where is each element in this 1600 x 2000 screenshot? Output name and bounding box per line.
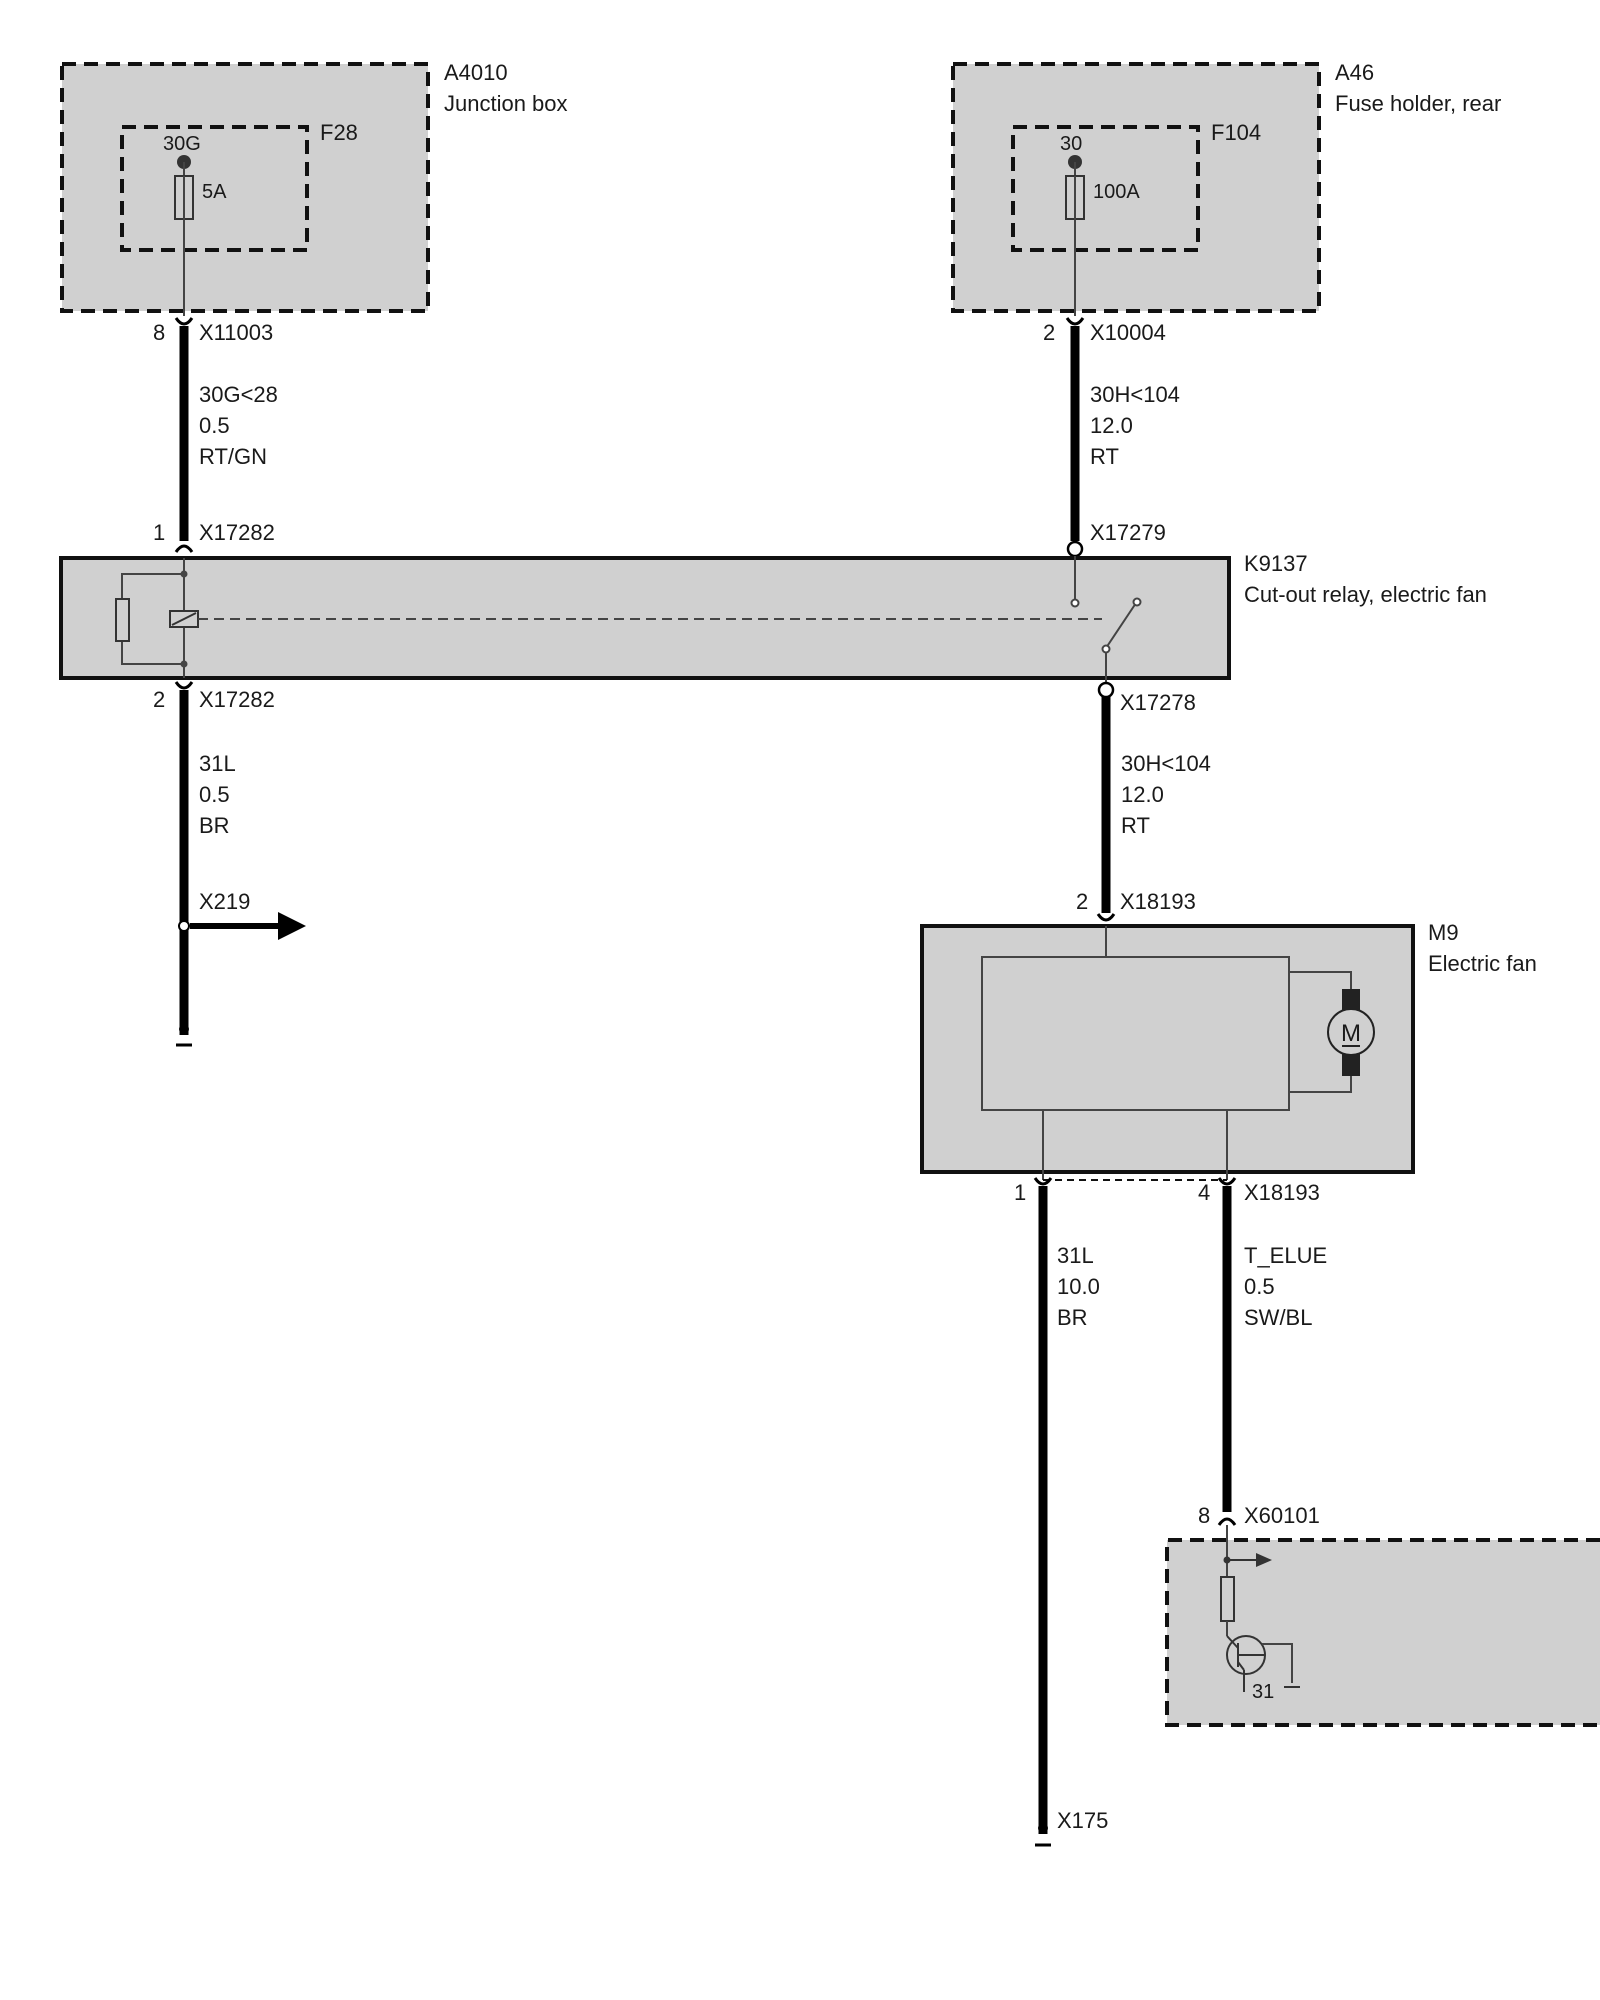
- wire-signal-w4: 30H<104: [1121, 751, 1211, 776]
- connector-id-x60101: X60101: [1244, 1503, 1320, 1528]
- connector-pin-circle-x17279: [1066, 540, 1084, 558]
- wire-signal-w3: 31L: [199, 751, 236, 776]
- component-name-m9: Electric fan: [1428, 951, 1537, 976]
- connector-id-x17282-top: X17282: [199, 520, 275, 545]
- fuse-rating-f28: 5A: [202, 181, 227, 203]
- wire-signal-w5: 31L: [1057, 1243, 1094, 1268]
- component-id-a46: A46: [1335, 60, 1374, 85]
- pullup-resistor-symbol: [1220, 1576, 1235, 1622]
- component-name-a4010: Junction box: [444, 91, 568, 116]
- connector-socket-x17282-bottom: [174, 681, 194, 690]
- relay-coil-circuit: [115, 558, 1102, 678]
- ground-dot-left: [179, 1024, 189, 1034]
- connector-pin-x11003: 8: [153, 320, 165, 345]
- connector-pin-x60101: 8: [1198, 1503, 1210, 1528]
- fuse-holder-a46: [951, 62, 1321, 313]
- connector-id-x17278: X17278: [1120, 690, 1196, 715]
- connector-pin-x18193-pin1: 1: [1014, 1180, 1026, 1205]
- connector-pin-x18193-pin4: 4: [1198, 1180, 1210, 1205]
- connector-pin-x17282-bottom: 2: [153, 687, 165, 712]
- fuse-id-f104: F104: [1211, 120, 1261, 145]
- connector-pin-x17282-top: 1: [153, 520, 165, 545]
- wire-size-w4: 12.0: [1121, 782, 1164, 807]
- ground-dot-x175: [1038, 1823, 1048, 1833]
- fan-controller-block: [981, 956, 1290, 1111]
- connector-id-x18193-bottom: X18193: [1244, 1180, 1320, 1205]
- connector-id-x17279: X17279: [1090, 520, 1166, 545]
- wire-signal-w1: 30G<28: [199, 382, 278, 407]
- fuse-terminal-f28: 30G: [163, 133, 201, 155]
- wire-size-w3: 0.5: [199, 782, 230, 807]
- fuse-terminal-f104: 30: [1060, 133, 1082, 155]
- component-name-a46: Fuse holder, rear: [1335, 91, 1501, 116]
- junction-box-a4010: [60, 62, 430, 313]
- connector-socket-x18193-top: [1096, 913, 1116, 922]
- wire-color-w3: BR: [199, 813, 230, 838]
- relay-switch-contact: [1070, 556, 1142, 682]
- connector-socket-x10004: [1065, 317, 1085, 326]
- component-name-k9137: Cut-out relay, electric fan: [1244, 582, 1487, 607]
- fuse-rating-f104: 100A: [1093, 181, 1140, 203]
- connector-socket-x60101: [1217, 1517, 1237, 1526]
- connector-id-x219: X219: [199, 889, 250, 914]
- connector-id-x18193-top: X18193: [1120, 889, 1196, 914]
- connector-id-x11003: X11003: [199, 320, 273, 345]
- connector-pin-circle-x17278: [1097, 681, 1115, 699]
- wire-size-w1: 0.5: [199, 413, 230, 438]
- connector-pin-x10004: 2: [1043, 320, 1055, 345]
- motor-letter: M: [1341, 1020, 1361, 1047]
- connector-socket-x11003: [174, 317, 194, 326]
- wire-color-w2: RT: [1090, 444, 1119, 469]
- connector-id-x17282-bottom: X17282: [199, 687, 275, 712]
- wire-color-w1: RT/GN: [199, 444, 267, 469]
- arrow-head-x219: [278, 912, 306, 940]
- module-ground-terminal: 31: [1252, 1681, 1274, 1703]
- wire-size-w5: 10.0: [1057, 1274, 1100, 1299]
- connector-id-x175: X175: [1057, 1808, 1108, 1833]
- component-id-m9: M9: [1428, 920, 1459, 945]
- wire-signal-w6: T_ELUE: [1244, 1243, 1327, 1268]
- resistor-symbol: [115, 598, 130, 642]
- splice-x219: [178, 920, 190, 932]
- component-id-a4010: A4010: [444, 60, 508, 85]
- wire-signal-w2: 30H<104: [1090, 382, 1180, 407]
- wire-color-w5: BR: [1057, 1305, 1088, 1330]
- component-id-k9137: K9137: [1244, 551, 1308, 576]
- connector-socket-x18193-pin1: [1033, 1177, 1053, 1186]
- electric-fan-m9: [920, 924, 1415, 1180]
- connector-socket-x17282-top: [174, 544, 194, 553]
- wire-color-w4: RT: [1121, 813, 1150, 838]
- control-module-partial: [1165, 1525, 1600, 1727]
- fuse-id-f28: F28: [320, 120, 358, 145]
- signal-output-arrow: [1256, 1553, 1272, 1567]
- connector-id-x10004: X10004: [1090, 320, 1166, 345]
- wire-size-w6: 0.5: [1244, 1274, 1275, 1299]
- connector-socket-x18193-pin4: [1217, 1177, 1237, 1186]
- connector-pin-x18193-top: 2: [1076, 889, 1088, 914]
- wire-color-w6: SW/BL: [1244, 1305, 1312, 1330]
- wire-size-w2: 12.0: [1090, 413, 1133, 438]
- motor-symbol: [1327, 1008, 1375, 1056]
